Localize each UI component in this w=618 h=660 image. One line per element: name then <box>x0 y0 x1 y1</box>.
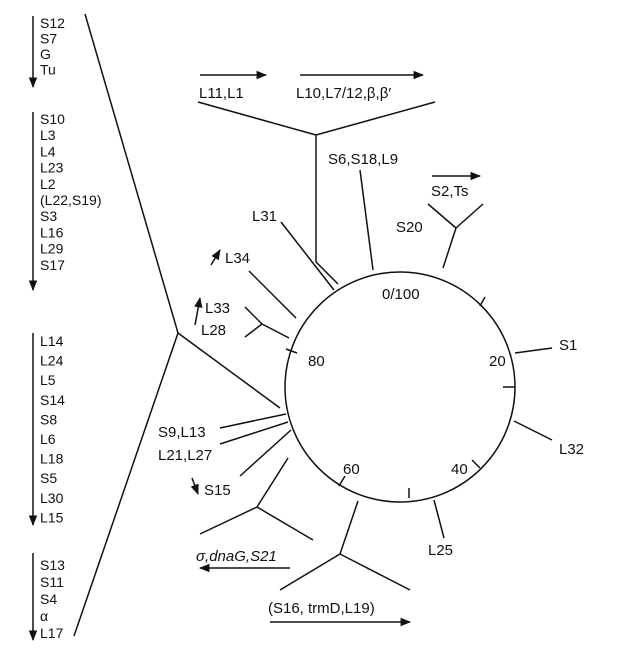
l21-line <box>219 421 289 445</box>
label-s6-s18-l9: S6,S18,L9 <box>328 151 398 168</box>
sigma-lines <box>198 457 314 573</box>
left-cluster-labels: S12S7GTuS10L3L4L23L2(L22,S19)S3L16L29S17… <box>40 15 101 641</box>
cluster-gene-group2-7: L16 <box>40 224 64 240</box>
l25-line <box>433 499 445 539</box>
cluster-gene-group3-2: L5 <box>40 372 56 388</box>
cluster-gene-group2-9: S17 <box>40 257 65 273</box>
label-l32: L32 <box>559 441 584 458</box>
l33-l28-lines <box>194 296 290 339</box>
label-l25: L25 <box>428 542 453 559</box>
cluster-gene-group3-8: L30 <box>40 490 64 506</box>
label-l21-l27: L21,L27 <box>158 447 212 464</box>
cluster-gene-group4-0: S13 <box>40 557 65 573</box>
cluster-gene-group2-8: L29 <box>40 241 64 257</box>
top-operon-lines <box>197 70 436 285</box>
cluster-gene-group3-7: S5 <box>40 470 57 486</box>
cluster-gene-group4-2: S4 <box>40 591 57 607</box>
s15-arrow <box>190 477 199 495</box>
l34-arrow <box>210 249 221 266</box>
tick-20: 20 <box>489 353 506 370</box>
l31-line <box>280 221 335 291</box>
cluster-gene-group1-0: S12 <box>40 15 65 31</box>
cluster-gene-group3-6: L18 <box>40 451 64 467</box>
label-l11-l1: L11,L1 <box>199 85 244 102</box>
cluster-gene-group2-0: S10 <box>40 111 65 127</box>
cluster-gene-group3-1: L24 <box>40 353 64 369</box>
cluster-gene-group3-4: S8 <box>40 411 57 427</box>
cluster-gene-group4-3: α <box>40 608 48 624</box>
tick-80: 80 <box>308 353 325 370</box>
s15-line <box>239 429 292 477</box>
cluster-gene-group2-2: L4 <box>40 143 56 159</box>
left-cluster-lines <box>73 13 281 637</box>
cluster-gene-group3-5: L6 <box>40 431 56 447</box>
cluster-gene-group2-1: L3 <box>40 127 56 143</box>
s9-line <box>219 413 287 429</box>
s1-line <box>514 347 553 354</box>
label-l10-l7-beta: L10,L7/12,β,β′ <box>296 85 391 102</box>
cluster-gene-group1-3: Tu <box>40 62 56 78</box>
label-l33: L33 <box>205 300 230 317</box>
tick-0-100: 0/100 <box>382 286 420 303</box>
s16-lines <box>270 500 412 627</box>
cluster-gene-group2-3: L23 <box>40 160 64 176</box>
label-sigma-dnag-s21: σ,dnaG,S21 <box>196 548 277 565</box>
label-l34: L34 <box>225 250 250 267</box>
l32-line <box>513 420 553 441</box>
map-ticks <box>285 296 515 498</box>
cluster-gene-group4-4: L17 <box>40 625 64 641</box>
label-s20: S20 <box>396 219 423 236</box>
label-l31: L31 <box>252 208 277 225</box>
cluster-gene-group3-3: S14 <box>40 392 65 408</box>
label-s1: S1 <box>559 337 577 354</box>
tick-60: 60 <box>343 461 360 478</box>
s2-lines <box>427 171 484 269</box>
label-s15: S15 <box>204 482 231 499</box>
cluster-gene-group4-1: S11 <box>40 574 64 590</box>
cluster-gene-group2-5: (L22,S19) <box>40 192 101 208</box>
cluster-gene-group1-1: S7 <box>40 31 57 47</box>
cluster-gene-group1-2: G <box>40 46 51 62</box>
cluster-gene-group2-4: L2 <box>40 176 56 192</box>
label-s16-trmd-l19: (S16, trmD,L19) <box>268 600 375 617</box>
cluster-gene-group2-6: S3 <box>40 208 57 224</box>
s6-line <box>359 169 374 271</box>
l34-line <box>248 270 297 319</box>
tick-40: 40 <box>451 461 468 478</box>
label-s2-ts: S2,Ts <box>431 183 469 200</box>
cluster-gene-group3-9: L15 <box>40 509 64 525</box>
cluster-gene-group3-0: L14 <box>40 333 64 349</box>
label-s9-l13: S9,L13 <box>158 424 206 441</box>
label-l28: L28 <box>201 322 226 339</box>
